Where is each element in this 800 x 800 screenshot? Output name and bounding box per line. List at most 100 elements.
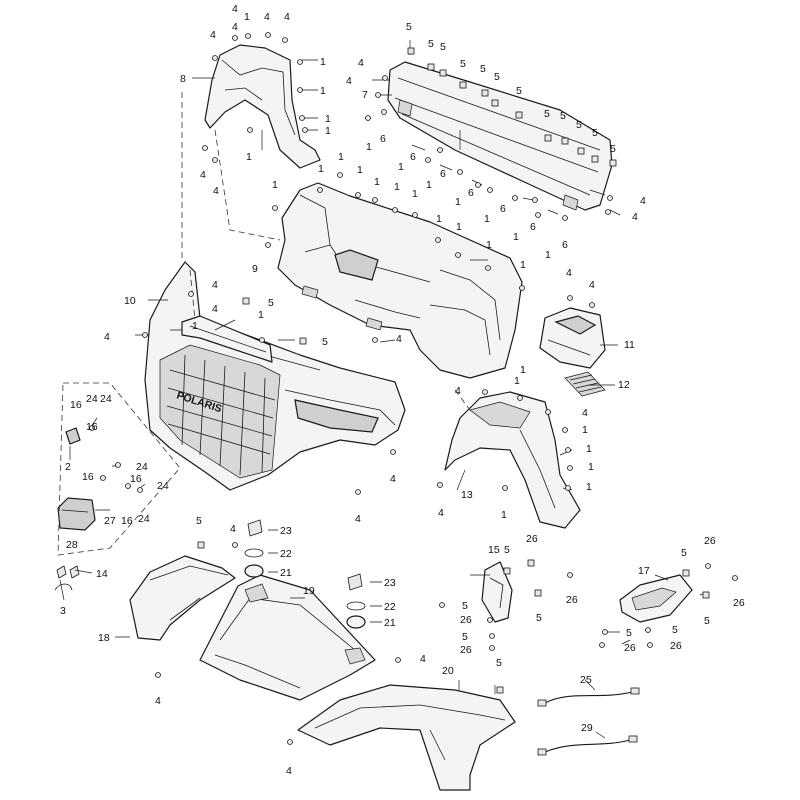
callout-16: 16 <box>130 473 142 485</box>
callout-5: 5 <box>322 336 328 348</box>
callout-1: 1 <box>366 141 372 153</box>
callout-5: 5 <box>406 21 412 33</box>
callout-1: 1 <box>258 309 264 321</box>
callout-6: 6 <box>410 151 416 163</box>
callout-1: 1 <box>338 151 344 163</box>
callout-4: 4 <box>355 513 361 525</box>
callout-24: 24 <box>138 513 150 525</box>
callout-9: 9 <box>252 263 258 275</box>
callout-15: 15 <box>488 544 500 556</box>
callout-26: 26 <box>526 533 538 545</box>
callout-4: 4 <box>212 279 218 291</box>
callout-1: 1 <box>520 259 526 271</box>
callout-4: 4 <box>589 279 595 291</box>
fill-caps <box>244 519 366 629</box>
callout-27: 27 <box>104 515 116 527</box>
callout-1: 1 <box>436 213 442 225</box>
callout-16: 16 <box>82 471 94 483</box>
callout-5: 5 <box>681 547 687 559</box>
callout-11: 11 <box>624 339 635 351</box>
part-11-storage-cover <box>539 307 606 369</box>
part-12-vent <box>564 371 606 397</box>
part-15-bracket <box>481 561 513 623</box>
callout-4: 4 <box>420 653 426 665</box>
callout-17: 17 <box>638 565 650 577</box>
callout-16: 16 <box>86 421 98 433</box>
callout-5: 5 <box>462 600 468 612</box>
callout-2: 2 <box>65 461 71 473</box>
callout-5: 5 <box>496 657 502 669</box>
part-10-front-fascia: POLARIS <box>144 261 406 491</box>
callout-13: 13 <box>461 489 473 501</box>
callout-26: 26 <box>460 614 472 626</box>
callout-1: 1 <box>320 56 326 68</box>
callout-4: 4 <box>438 507 444 519</box>
callout-4: 4 <box>264 11 270 23</box>
callout-5: 5 <box>480 63 486 75</box>
callout-3: 3 <box>60 605 66 617</box>
part-19-hood <box>199 574 376 701</box>
callout-4: 4 <box>232 21 238 33</box>
callout-29: 29 <box>581 722 593 734</box>
callout-4: 4 <box>396 333 402 345</box>
callout-6: 6 <box>468 187 474 199</box>
callout-1: 1 <box>455 196 461 208</box>
callout-12: 12 <box>618 379 630 391</box>
grille-mesh <box>166 354 276 476</box>
callout-22: 22 <box>384 601 396 613</box>
callout-26: 26 <box>704 535 716 547</box>
fasteners <box>89 32 738 745</box>
callout-5: 5 <box>592 127 598 139</box>
callout-20: 20 <box>442 665 454 677</box>
callout-24: 24 <box>86 393 98 405</box>
callout-1: 1 <box>486 239 492 251</box>
part-20-lower-panel <box>297 684 516 791</box>
callout-1: 1 <box>514 375 520 387</box>
callout-5: 5 <box>440 41 446 53</box>
part-18-left-fender <box>129 555 236 641</box>
callout-1: 1 <box>520 364 526 376</box>
callout-24: 24 <box>100 393 112 405</box>
callout-23: 23 <box>384 577 396 589</box>
callout-1: 1 <box>246 151 252 163</box>
callout-1: 1 <box>426 179 432 191</box>
callout-4: 4 <box>213 185 219 197</box>
callout-1: 1 <box>456 221 462 233</box>
callout-1: 1 <box>501 509 507 521</box>
callout-21: 21 <box>280 567 292 579</box>
callout-26: 26 <box>733 597 745 609</box>
callout-1: 1 <box>586 481 592 493</box>
callout-4: 4 <box>358 57 364 69</box>
callout-1: 1 <box>325 113 331 125</box>
callout-5: 5 <box>610 143 616 155</box>
callout-5: 5 <box>268 297 274 309</box>
callout-1: 1 <box>272 179 278 191</box>
callout-16: 16 <box>70 399 82 411</box>
callout-4: 4 <box>230 523 236 535</box>
part-7-cross-member <box>387 61 613 211</box>
callout-19: 19 <box>303 585 315 597</box>
callout-1: 1 <box>545 249 551 261</box>
callout-5: 5 <box>704 615 710 627</box>
callout-1: 1 <box>398 161 404 173</box>
callout-1: 1 <box>586 443 592 455</box>
part-9-front-tub <box>277 182 523 379</box>
callout-4: 4 <box>346 75 352 87</box>
callout-1: 1 <box>244 11 250 23</box>
callout-5: 5 <box>460 58 466 70</box>
callout-24: 24 <box>136 461 148 473</box>
callout-4: 4 <box>632 211 638 223</box>
callout-26: 26 <box>460 644 472 656</box>
callout-4: 4 <box>210 29 216 41</box>
callout-1: 1 <box>484 213 490 225</box>
callout-1: 1 <box>320 85 326 97</box>
callout-5: 5 <box>516 85 522 97</box>
callout-4: 4 <box>200 169 206 181</box>
callout-5: 5 <box>672 624 678 636</box>
callout-22: 22 <box>280 548 292 560</box>
callout-18: 18 <box>98 632 110 644</box>
callout-26: 26 <box>624 642 636 654</box>
callout-8: 8 <box>180 73 186 85</box>
callout-25: 25 <box>580 674 592 686</box>
